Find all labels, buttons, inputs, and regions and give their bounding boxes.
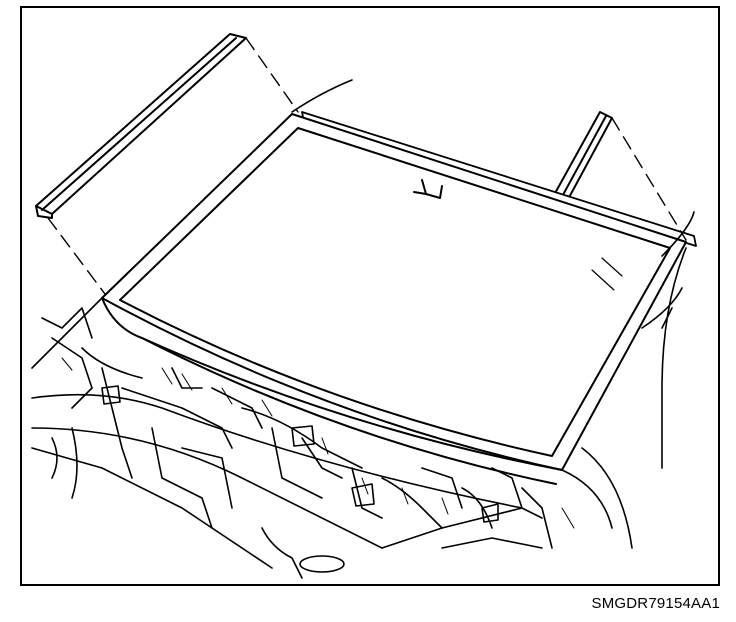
windshield-illustration [31,33,697,579]
shading-strokes [61,357,575,529]
figure-code: SMGDR79154AA1 [591,595,720,612]
cowl-structure [31,297,553,579]
windshield-glass [101,113,687,485]
body-outline [291,79,695,549]
diagram-frame [20,6,720,586]
